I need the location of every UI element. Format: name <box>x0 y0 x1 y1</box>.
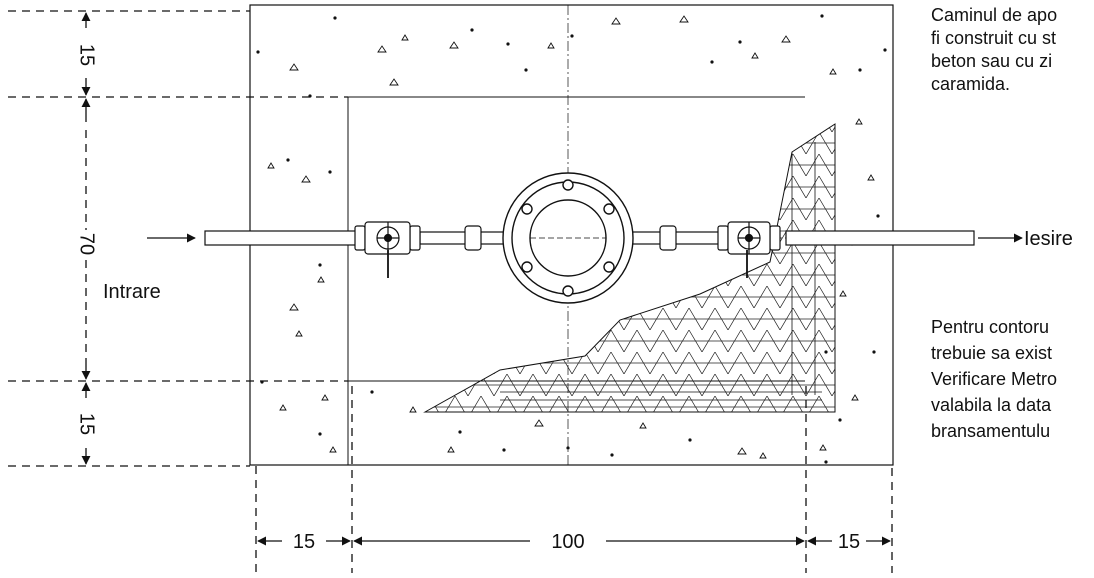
note-line: trebuie sa exist <box>931 343 1053 363</box>
note-line: Verificare Metro <box>931 369 1058 389</box>
dim-center-100: 100 <box>551 531 584 553</box>
verification-note: Pentru contoru trebuie sa exist Verifica… <box>931 314 1057 444</box>
inlet-valve <box>364 221 411 278</box>
dim-right-15: 15 <box>838 531 860 553</box>
hatched-cutaway-region <box>423 123 836 413</box>
note-line: valabila la data <box>931 395 1052 415</box>
construction-note: Caminul de apo fi construit cu st beton … <box>931 4 1057 96</box>
concrete-dots <box>256 14 887 464</box>
concrete-texture <box>267 15 875 459</box>
dim-top-15: 15 <box>76 44 98 66</box>
note-line: caramida. <box>931 74 1011 94</box>
note-line: beton sau cu zi <box>931 51 1053 71</box>
extension-lines <box>8 10 893 573</box>
dim-bot-15: 15 <box>76 413 98 435</box>
outlet-valve <box>727 221 771 278</box>
water-meter <box>502 172 634 304</box>
dim-left-15: 15 <box>293 531 315 553</box>
note-line: Caminul de apo <box>931 5 1058 25</box>
inlet-label: Intrare <box>103 281 161 303</box>
dim-mid-70: 70 <box>76 233 98 255</box>
outlet-label: Iesire <box>1024 228 1073 250</box>
note-line: fi construit cu st <box>931 28 1057 48</box>
note-line: bransamentulu <box>931 421 1051 441</box>
pipe-assembly <box>204 225 975 251</box>
note-line: Pentru contoru <box>931 317 1050 337</box>
dimension-arrows <box>81 12 891 546</box>
